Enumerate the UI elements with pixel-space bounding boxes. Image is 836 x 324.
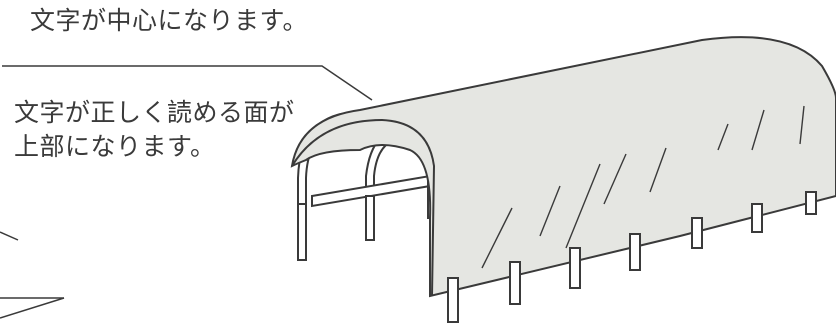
sheet-wrinkles xyxy=(481,105,805,269)
leg-2 xyxy=(509,261,521,305)
leg-4 xyxy=(629,233,641,271)
leg-3 xyxy=(569,247,581,289)
caption-top-side-line1: 文字が正しく読める面が xyxy=(14,98,295,127)
caption-top-side-line2: 上部になります。 xyxy=(14,132,216,161)
front-leg-left xyxy=(297,203,307,261)
callout-leader-top xyxy=(0,231,19,241)
sheet-front-edge xyxy=(291,118,436,297)
front-leg-mid xyxy=(365,195,375,241)
callout-leader-center xyxy=(2,65,373,101)
leg-6 xyxy=(751,203,763,233)
leg-7 xyxy=(805,191,817,215)
caption-top-side: 文字が正しく読める面が 上部になります。 xyxy=(14,96,295,164)
greenhouse-cover-sheet xyxy=(290,36,836,298)
leg-5 xyxy=(691,217,703,249)
callout-leader-top-3 xyxy=(0,297,65,319)
frame-legs xyxy=(447,191,817,323)
caption-center-text: 文字が中心になります。 xyxy=(30,6,309,35)
leg-1 xyxy=(447,277,459,323)
